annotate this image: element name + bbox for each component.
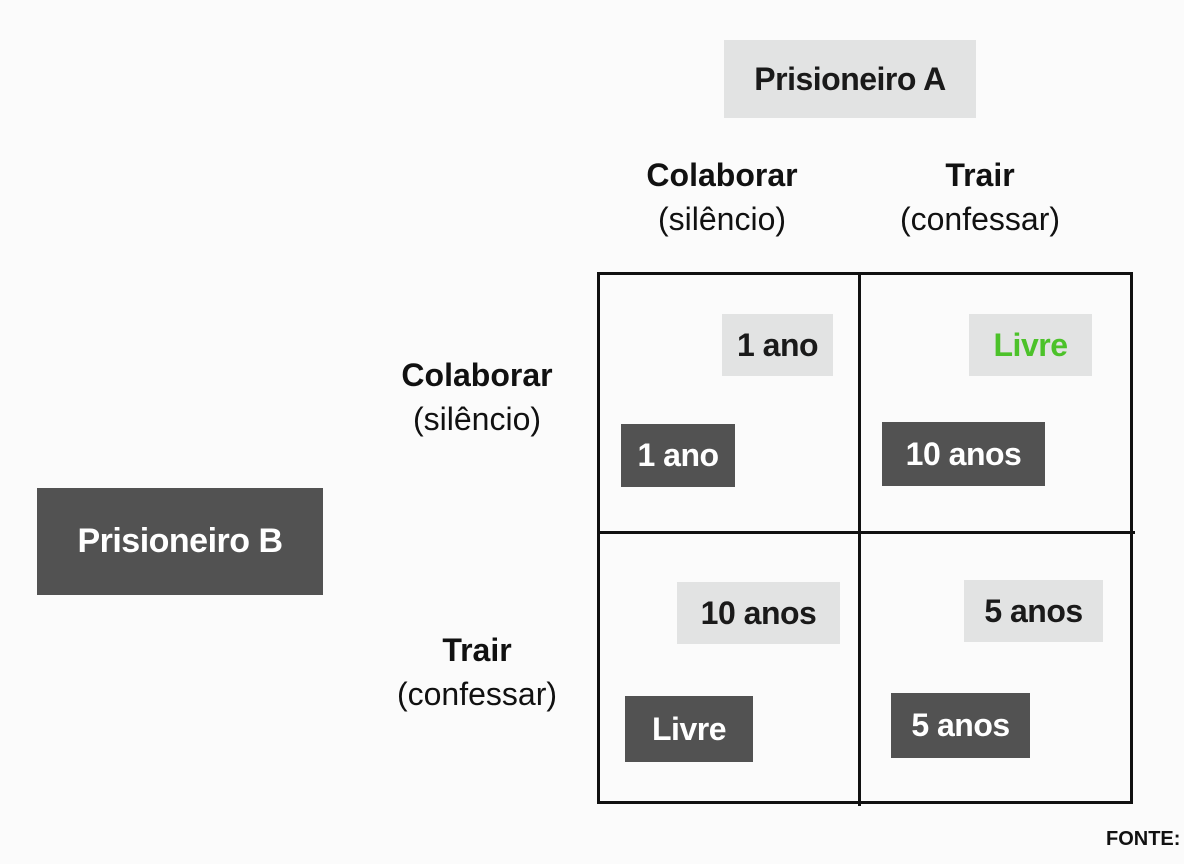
row-detail: (confessar) [396, 676, 558, 712]
column-detail: (silêncio) [657, 201, 787, 237]
player-a-label: Prisioneiro A [724, 40, 976, 118]
payoff-a-cb: Livre [969, 314, 1092, 376]
row-action: Trair [442, 632, 512, 668]
column-action: Trair [945, 157, 1015, 193]
matrix-divider-vertical [858, 272, 861, 806]
column-header-betray: Trair (confessar) [860, 153, 1100, 241]
column-header-cooperate: Colaborar (silêncio) [602, 153, 842, 241]
row-action: Colaborar [401, 357, 553, 393]
column-detail: (confessar) [899, 201, 1061, 237]
payoff-a-cc: 1 ano [722, 314, 833, 376]
payoff-b-bb: 5 anos [891, 693, 1030, 758]
payoff-b-bc: Livre [625, 696, 753, 762]
payoff-b-cc: 1 ano [621, 424, 735, 487]
payoff-matrix [597, 272, 1133, 804]
row-detail: (silêncio) [412, 401, 542, 437]
payoff-a-bb: 5 anos [964, 580, 1103, 642]
matrix-divider-horizontal [597, 531, 1135, 534]
row-header-cooperate: Colaborar (silêncio) [357, 353, 597, 441]
player-b-label: Prisioneiro B [37, 488, 323, 595]
payoff-a-bc: 10 anos [677, 582, 840, 644]
column-action: Colaborar [646, 157, 798, 193]
row-header-betray: Trair (confessar) [357, 628, 597, 716]
source-caption: FONTE: J [1106, 828, 1184, 850]
payoff-b-cb: 10 anos [882, 422, 1045, 486]
